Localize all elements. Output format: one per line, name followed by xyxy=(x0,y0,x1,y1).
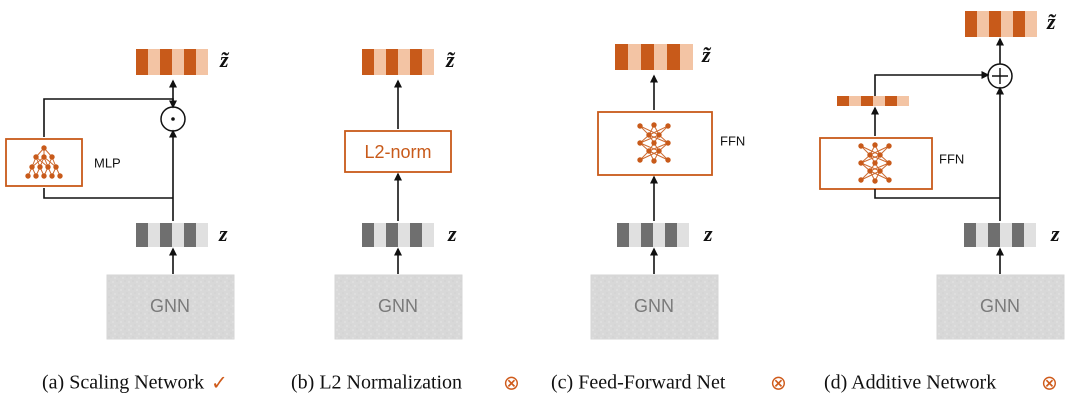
panel-b-z-label: z xyxy=(447,221,457,246)
panel-b-caption: (b) L2 Normalization xyxy=(291,372,462,394)
panel-a-mlp-to-op-arrow xyxy=(43,98,177,137)
panel-b-output-vector xyxy=(362,49,434,75)
panel-a-caption: (a) Scaling Network xyxy=(42,372,204,394)
panel-a-z-vector xyxy=(136,223,208,247)
panel-b-z-vector xyxy=(362,223,434,247)
panel-d-z-vector xyxy=(964,223,1036,247)
panel-a-output-label: z̃ xyxy=(219,47,229,72)
panel-d-output-label: z̃ xyxy=(1046,9,1056,34)
panel-a-output-vector xyxy=(136,49,208,75)
panel-b-output-label: z̃ xyxy=(445,47,455,72)
panel-c-z-label: z xyxy=(703,221,713,246)
panel-c-feed-forward-net: z̃ FFN z xyxy=(551,42,787,394)
panel-d-caption: (d) Additive Network xyxy=(824,372,996,394)
panel-c-caption: (c) Feed-Forward Net xyxy=(551,372,726,394)
panel-d-gnn-block xyxy=(936,274,1065,340)
panel-c-output-vector xyxy=(615,44,693,70)
panel-a-dot-mark xyxy=(171,117,175,121)
panel-d-plus-mark xyxy=(992,68,1008,84)
panel-a-gnn-label: GNN xyxy=(150,296,190,316)
panel-c-z-vector xyxy=(617,223,689,247)
panel-d-output-vector xyxy=(965,11,1037,37)
panel-c-ffn-label: FFN xyxy=(720,133,745,148)
panel-a-scaling-network: z̃ MLP xyxy=(5,47,235,395)
panel-b-gnn-block xyxy=(334,274,463,340)
panel-b-cross-icon: ⊗ xyxy=(503,371,520,395)
panel-b-l2-normalization: z̃ L2-norm z GNN (b) L2 Normalization ⊗ xyxy=(291,47,520,394)
panel-d-cross-icon: ⊗ xyxy=(1041,371,1058,395)
panel-d-ffn-label: FFN xyxy=(939,151,964,166)
panel-b-l2-norm-label: L2-norm xyxy=(364,142,431,162)
panel-d-branch-output-vector xyxy=(837,96,909,106)
panel-d-ffn-network-icon xyxy=(858,142,892,184)
panel-d-branch-to-op-arrow xyxy=(874,71,990,96)
panel-b-l2-norm-box xyxy=(344,130,452,173)
panel-a-mlp-label: MLP xyxy=(94,155,121,170)
panel-d-z-label: z xyxy=(1050,221,1060,246)
panel-d-z-to-ffn-line xyxy=(874,189,1000,199)
panel-a-z-to-mlp-line xyxy=(43,188,173,199)
panel-c-gnn-label: GNN xyxy=(634,296,674,316)
panel-a-mlp-network-icon xyxy=(25,145,63,179)
panel-c-gnn-block xyxy=(590,274,719,340)
panel-a-gnn-block xyxy=(106,274,235,340)
panel-c-ffn-network-icon xyxy=(637,122,671,164)
panel-c-cross-icon: ⊗ xyxy=(770,371,787,395)
panel-a-check-icon: ✓ xyxy=(211,371,228,395)
panel-d-gnn-label: GNN xyxy=(980,296,1020,316)
panel-a-z-label: z xyxy=(218,221,228,246)
panel-c-output-label: z̃ xyxy=(701,42,711,67)
panel-d-additive-network: z̃ xyxy=(819,9,1065,395)
panel-b-gnn-label: GNN xyxy=(378,296,418,316)
